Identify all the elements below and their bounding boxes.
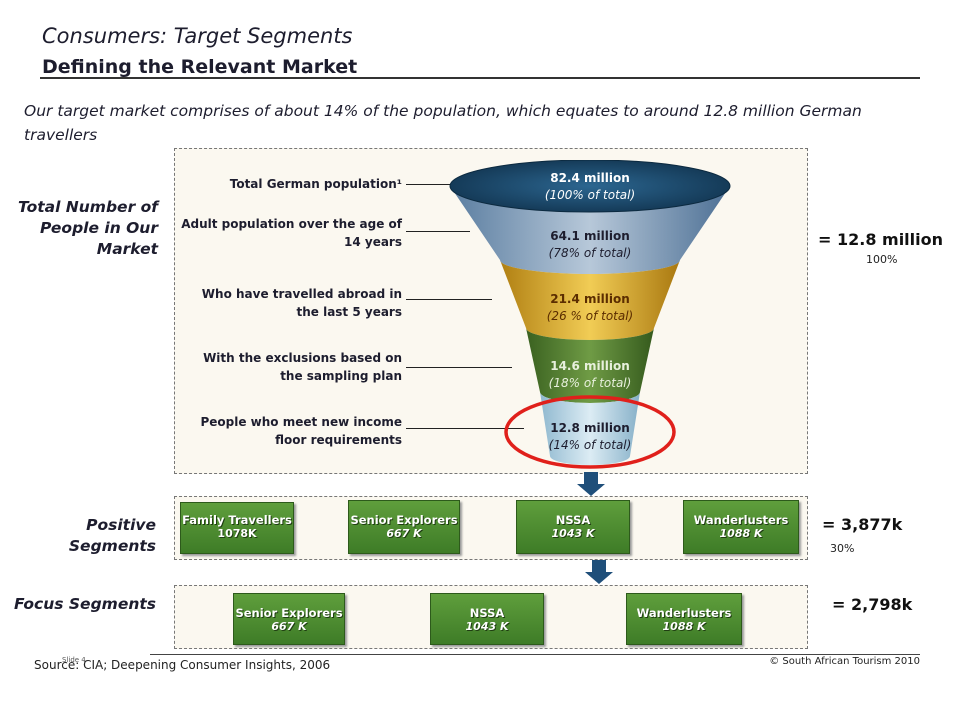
funnel-band-3	[526, 328, 654, 403]
segment-value: 1043 K	[551, 527, 595, 540]
funnel-value-4-box: 12.8 million (14% of total)	[520, 420, 660, 454]
segment-value: 1088 K	[719, 527, 763, 540]
intro-text: Our target market comprises of about 14%…	[24, 102, 862, 144]
funnel-label-4: People who meet new income floor require…	[200, 415, 402, 447]
funnel-value-1: 64.1 million	[550, 229, 630, 243]
positive-segment-nssa: NSSA 1043 K	[516, 500, 630, 554]
arrow-down-icon	[585, 560, 613, 584]
funnel-share-4: (14% of total)	[548, 438, 632, 452]
segment-value: 1078K	[217, 527, 257, 540]
funnel-band-4	[540, 392, 640, 465]
slide-subtitle: Defining the Relevant Market	[42, 56, 358, 78]
positive-total-pct: 30%	[830, 542, 855, 555]
positive-segment-family-travellers: Family Travellers 1078K	[180, 502, 294, 554]
leader-line-4	[406, 428, 524, 429]
section-label-focus: Focus Segments	[14, 595, 156, 613]
funnel-value-2: 21.4 million	[550, 292, 630, 306]
funnel-value-0: 82.4 million	[550, 171, 630, 185]
market-total: = 12.8 million	[818, 230, 944, 249]
focus-segment-nssa: NSSA 1043 K	[430, 593, 544, 645]
section-label-positive: Positive Segments	[68, 516, 156, 555]
segment-name: Wanderlusters	[693, 513, 789, 527]
segment-name: NSSA	[555, 513, 591, 527]
leader-line-1	[406, 231, 470, 232]
leader-line-2	[406, 299, 492, 300]
focus-total: = 2,798k	[832, 595, 913, 614]
funnel-value-0-box: 82.4 million (100% of total)	[520, 170, 660, 204]
funnel-value-3-box: 14.6 million (18% of total)	[520, 358, 660, 392]
segment-value: 667 K	[271, 620, 307, 633]
funnel-band-2	[500, 260, 680, 340]
funnel-label-0: Total German population¹	[229, 177, 402, 191]
funnel-share-0: (100% of total)	[544, 188, 636, 202]
focus-segment-wanderlusters: Wanderlusters 1088 K	[626, 593, 742, 645]
segment-name: Senior Explorers	[235, 606, 343, 620]
segment-name: Family Travellers	[182, 513, 292, 527]
slide-number: Slide 4	[62, 656, 86, 664]
footer-divider	[150, 654, 920, 655]
leader-line-0	[406, 184, 456, 185]
segment-name: Senior Explorers	[350, 513, 458, 527]
market-total-pct: 100%	[866, 253, 898, 266]
leader-line-3	[406, 367, 512, 368]
funnel-label-2: Who have travelled abroad in the last 5 …	[201, 287, 402, 319]
arrow-down-icon	[577, 472, 605, 496]
funnel-value-1-box: 64.1 million (78% of total)	[520, 228, 660, 262]
funnel-value-3: 14.6 million	[550, 359, 630, 373]
highlight-circle	[504, 395, 676, 469]
slide-title: Consumers: Target Segments	[42, 24, 353, 48]
funnel-top	[449, 160, 731, 213]
focus-segment-senior-explorers: Senior Explorers 667 K	[233, 593, 345, 645]
segment-value: 667 K	[386, 527, 422, 540]
funnel-value-4: 12.8 million	[550, 421, 630, 435]
funnel-share-2: (26 % of total)	[546, 309, 634, 323]
positive-segment-senior-explorers: Senior Explorers 667 K	[348, 500, 460, 554]
funnel-value-2-box: 21.4 million (26 % of total)	[520, 291, 660, 325]
segment-name: Wanderlusters	[636, 606, 732, 620]
segment-name: NSSA	[469, 606, 505, 620]
segment-value: 1088 K	[662, 620, 706, 633]
positive-segment-wanderlusters: Wanderlusters 1088 K	[683, 500, 799, 554]
section-label-total: Total Number of People in Our Market	[18, 198, 158, 258]
funnel-share-3: (18% of total)	[548, 376, 632, 390]
positive-total: = 3,877k	[822, 515, 903, 534]
segment-value: 1043 K	[465, 620, 509, 633]
source-note: Source: CIA; Deepening Consumer Insights…	[34, 658, 331, 672]
funnel-diagram	[449, 160, 731, 469]
funnel-label-1: Adult population over the age of 14 year…	[181, 217, 402, 249]
copyright-note: © South African Tourism 2010	[769, 656, 920, 667]
funnel-share-1: (78% of total)	[548, 246, 632, 260]
title-divider	[40, 77, 920, 79]
funnel-label-3: With the exclusions based on the samplin…	[203, 351, 402, 383]
